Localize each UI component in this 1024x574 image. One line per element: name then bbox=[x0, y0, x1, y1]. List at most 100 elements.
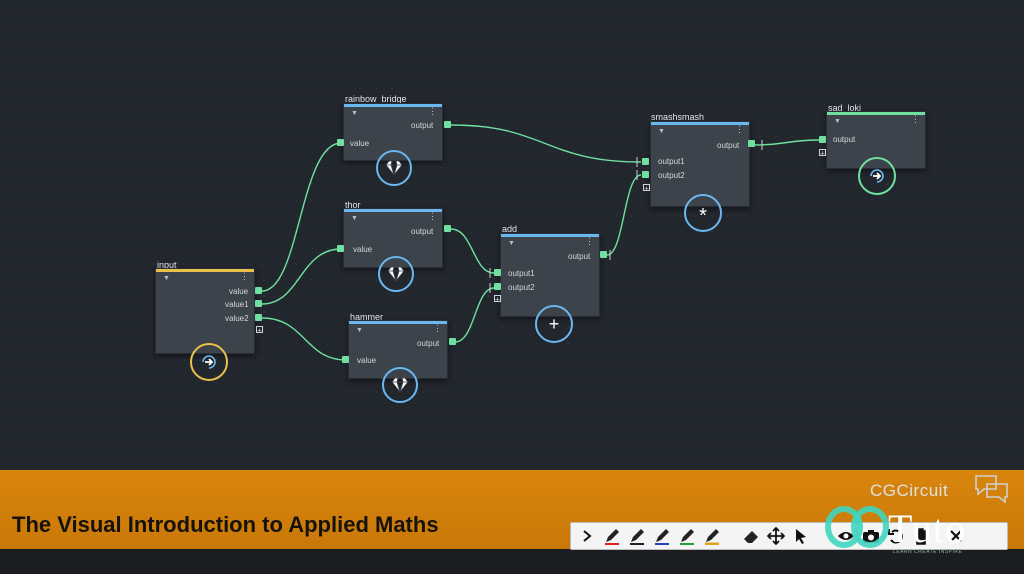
asterisk-icon: * bbox=[684, 194, 722, 232]
move-icon[interactable] bbox=[764, 524, 788, 548]
highlighter-icon[interactable] bbox=[700, 524, 724, 548]
eye-icon[interactable] bbox=[834, 524, 858, 548]
connection-wires bbox=[261, 124, 821, 361]
pen-icon[interactable] bbox=[675, 524, 699, 548]
node-add[interactable]: ▼ ⋮ bbox=[500, 233, 600, 317]
add-symbol: + bbox=[548, 314, 560, 334]
port-output[interactable] bbox=[748, 140, 755, 147]
node-smashsmash[interactable]: ▼ ⋮ bbox=[650, 121, 750, 207]
camera-icon[interactable] bbox=[859, 524, 883, 548]
node-title-hammer: hammer bbox=[350, 312, 384, 322]
port-input-output1[interactable] bbox=[642, 158, 649, 165]
multiply-symbol: * bbox=[699, 204, 707, 227]
node-title-smashsmash: smashsmash bbox=[651, 112, 705, 122]
wire-input-value2-hammer bbox=[261, 317, 347, 361]
node-input[interactable]: ▼ ⋮ bbox=[155, 268, 255, 354]
arrow-right-icon bbox=[858, 157, 896, 195]
diamond-icon bbox=[376, 150, 412, 186]
trash-icon[interactable] bbox=[909, 524, 933, 548]
undo-icon[interactable] bbox=[884, 524, 908, 548]
port-input-value[interactable] bbox=[342, 356, 349, 363]
node-menu-icon[interactable]: ⋮ bbox=[911, 114, 920, 124]
node-menu-icon[interactable]: ⋮ bbox=[428, 106, 437, 116]
node-thor[interactable]: ▼ ⋮ bbox=[343, 208, 443, 268]
port-input-value[interactable] bbox=[337, 139, 344, 146]
collapse-triangle-icon[interactable]: ▼ bbox=[351, 110, 358, 117]
port-label-output: output bbox=[833, 135, 856, 144]
node-menu-icon[interactable]: ⋮ bbox=[585, 236, 594, 246]
collapse-triangle-icon[interactable]: ▼ bbox=[351, 215, 358, 222]
add-port-icon[interactable]: + bbox=[494, 295, 501, 304]
port-input-value[interactable] bbox=[337, 245, 344, 252]
tuto-watermark-text: Tuto bbox=[888, 506, 967, 551]
chevron-right-icon[interactable] bbox=[575, 524, 599, 548]
close-icon[interactable] bbox=[944, 524, 968, 548]
node-graph-canvas[interactable]: input ▼ ⋮ value value1 value2 + rainbow_… bbox=[0, 0, 1024, 470]
node-title-thor: thor bbox=[345, 200, 361, 210]
port-label-value2: value2 bbox=[225, 314, 249, 323]
cursor-icon[interactable] bbox=[789, 524, 813, 548]
collapse-triangle-icon[interactable]: ▼ bbox=[658, 128, 665, 135]
port-label-output: output bbox=[411, 227, 434, 236]
pen-icon[interactable] bbox=[625, 524, 649, 548]
add-port-icon[interactable]: + bbox=[819, 149, 826, 158]
tuto-watermark-logo-icon bbox=[825, 506, 889, 548]
node-menu-icon[interactable]: ⋮ bbox=[735, 124, 744, 134]
diamond-icon bbox=[382, 367, 418, 403]
port-label-value: value bbox=[353, 245, 373, 254]
port-label-output1: output1 bbox=[658, 157, 685, 166]
arrow-right-icon bbox=[190, 343, 228, 381]
logo-circuit-text: Circuit bbox=[896, 481, 949, 500]
eraser-icon[interactable] bbox=[739, 524, 763, 548]
annotation-toolbar[interactable] bbox=[570, 522, 1008, 550]
chat-bubble-icon bbox=[975, 475, 1008, 503]
collapse-triangle-icon[interactable]: ▼ bbox=[508, 240, 515, 247]
port-output[interactable] bbox=[449, 338, 456, 345]
wire-rainbow-smash bbox=[450, 124, 642, 163]
collapse-triangle-icon[interactable]: ▼ bbox=[356, 327, 363, 334]
cgcircuit-logo: CGCircuit bbox=[870, 481, 948, 501]
node-menu-icon[interactable]: ⋮ bbox=[433, 323, 442, 333]
add-port-icon[interactable]: + bbox=[256, 326, 263, 335]
node-title-add: add bbox=[502, 224, 518, 234]
port-output-value1[interactable] bbox=[255, 300, 262, 307]
wire-hammer-add bbox=[454, 287, 495, 343]
port-input-output1[interactable] bbox=[494, 269, 501, 276]
port-input-output2[interactable] bbox=[494, 283, 501, 290]
port-label-output: output bbox=[417, 339, 440, 348]
port-label-output: output bbox=[568, 252, 591, 261]
port-label-value: value bbox=[229, 287, 249, 296]
wire-input-value1-thor bbox=[261, 248, 342, 305]
node-title-sad-loki: sad_loki bbox=[828, 103, 862, 113]
port-output-value2[interactable] bbox=[255, 314, 262, 321]
port-label-output2: output2 bbox=[508, 283, 535, 292]
plus-icon: + bbox=[535, 305, 573, 343]
port-label-output: output bbox=[717, 141, 740, 150]
port-label-output1: output1 bbox=[508, 269, 535, 278]
port-label-value: value bbox=[357, 356, 377, 365]
bottom-bar bbox=[0, 549, 1024, 574]
port-label-output: output bbox=[411, 121, 434, 130]
pen-icon[interactable] bbox=[650, 524, 674, 548]
collapse-triangle-icon[interactable]: ▼ bbox=[834, 118, 841, 125]
pen-red-icon[interactable] bbox=[600, 524, 624, 548]
tuto-watermark-subtext: LEARN CREATE INSPIRE bbox=[893, 549, 963, 555]
wire-add-smash bbox=[606, 174, 642, 256]
node-menu-icon[interactable]: ⋮ bbox=[240, 271, 249, 281]
node-menu-icon[interactable]: ⋮ bbox=[428, 211, 437, 221]
node-title-rainbow-bridge: rainbow_bridge bbox=[345, 94, 407, 104]
diamond-icon bbox=[378, 256, 414, 292]
port-input-output2[interactable] bbox=[642, 171, 649, 178]
port-output-value[interactable] bbox=[255, 287, 262, 294]
wire-thor-add bbox=[450, 228, 495, 274]
port-output[interactable] bbox=[600, 251, 607, 258]
wire-input-value-rainbow bbox=[261, 142, 342, 292]
collapse-triangle-icon[interactable]: ▼ bbox=[163, 275, 170, 282]
port-label-value: value bbox=[350, 139, 370, 148]
port-label-output2: output2 bbox=[658, 171, 685, 180]
node-hammer[interactable]: ▼ ⋮ bbox=[348, 320, 448, 379]
port-output[interactable] bbox=[444, 225, 451, 232]
port-input-output[interactable] bbox=[819, 136, 826, 143]
port-output[interactable] bbox=[444, 121, 451, 128]
add-port-icon[interactable]: + bbox=[643, 184, 650, 193]
